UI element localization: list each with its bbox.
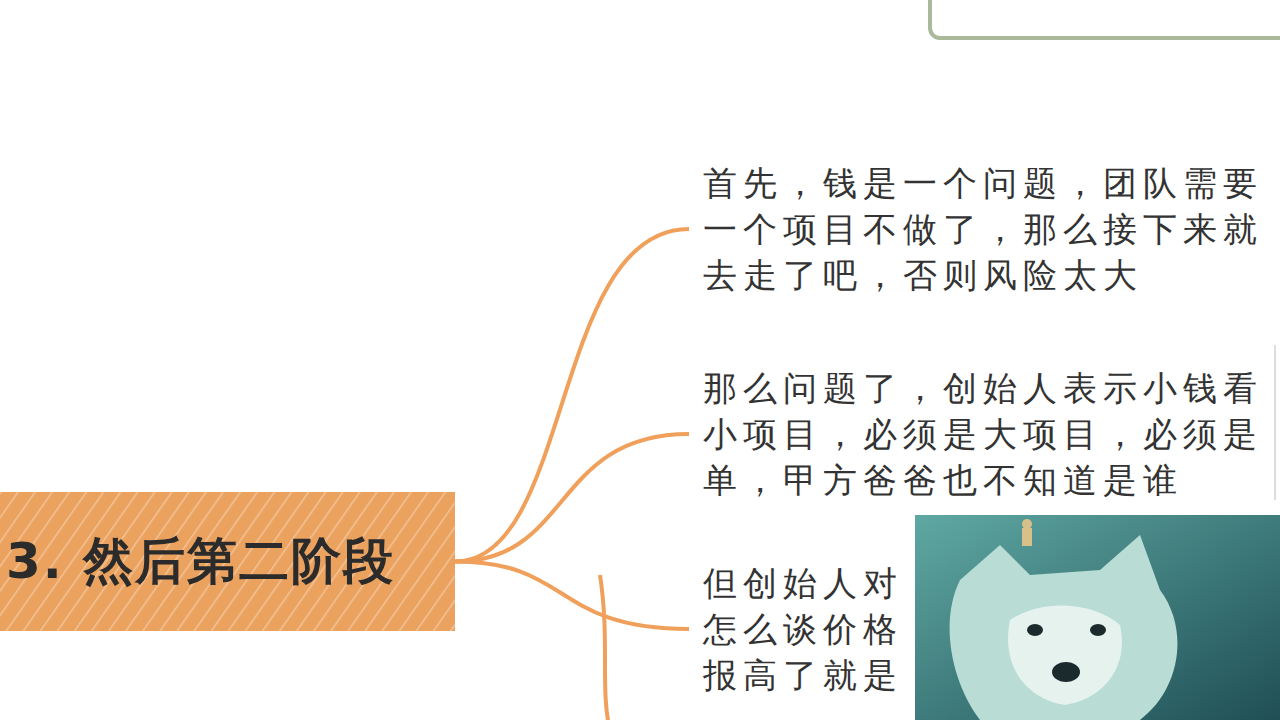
branch-line (455, 434, 689, 562)
topic-title: 3. 然后第二阶段 (6, 528, 395, 595)
branch-text: 但创始人对怎么谈价格报高了就是 (703, 560, 908, 698)
branch-note: 首先，钱是一个问题，团队需要一个项目不做了，那么接下来就去走了吧，否则风险太大 (703, 160, 1275, 298)
branch-curve (455, 434, 689, 562)
branch-text: 那么问题了，创始人表示小钱看小项目，必须是大项目，必须是单，甲方爸爸也不知道是谁 (703, 365, 1275, 503)
branch-line (455, 229, 689, 562)
partial-box (930, 0, 1280, 38)
branch-line (600, 575, 610, 720)
branch-line (455, 562, 689, 630)
branch-note: 但创始人对怎么谈价格报高了就是 (703, 560, 908, 698)
branch-text: 首先，钱是一个问题，团队需要一个项目不做了，那么接下来就去走了吧，否则风险太大 (703, 160, 1275, 298)
topic-box: 3. 然后第二阶段 (0, 492, 455, 631)
dog-photo (915, 515, 1280, 720)
branch-note: 那么问题了，创始人表示小钱看小项目，必须是大项目，必须是单，甲方爸爸也不知道是谁 (703, 365, 1275, 503)
edge-mark (1274, 345, 1276, 500)
branch-curve (455, 562, 689, 630)
branch-curve (455, 229, 689, 562)
